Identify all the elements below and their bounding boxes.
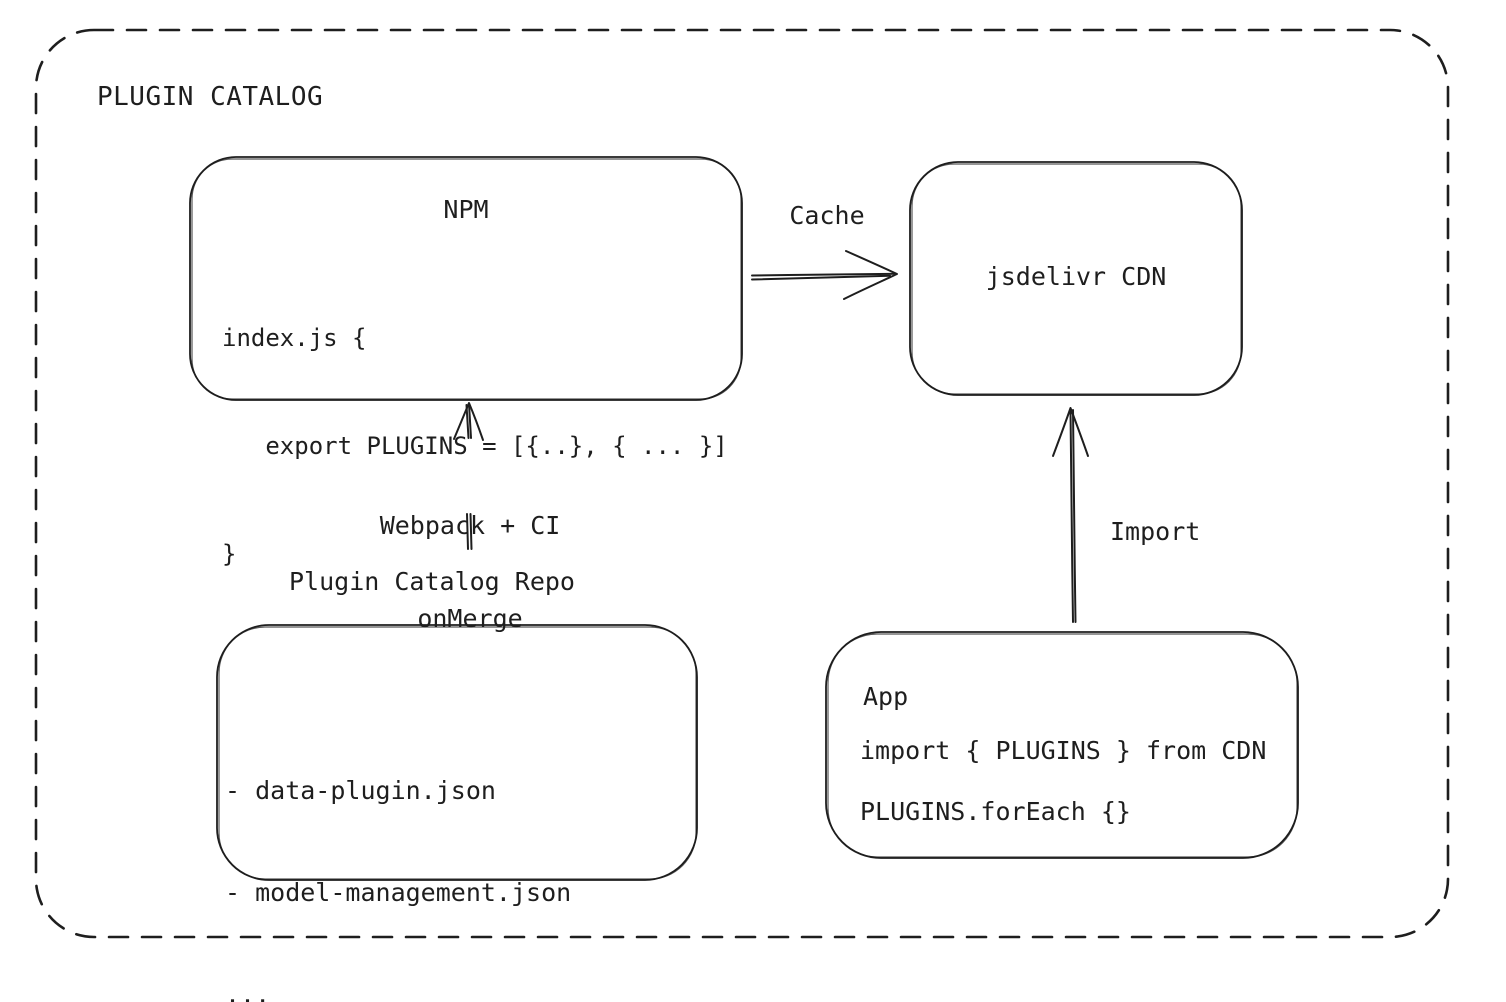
repo-file-list: - data-plugin.json - model-management.js… [225,706,571,1002]
app-box [825,631,1299,859]
cache-arrow-label: Cache [789,201,865,230]
build-arrow-label-line-1: Webpack + CI [379,511,561,540]
npm-code-line-1: index.js { [222,324,367,352]
app-box-title: App [863,682,909,711]
repo-file-item: - model-management.json [225,878,572,907]
cache-arrow [751,250,898,300]
npm-code-line-2: export PLUGINS = [{..}, { ... }] [222,432,728,460]
repo-file-item: ... [225,980,271,1002]
cdn-box-label: jsdelivr CDN [985,262,1167,291]
diagram-title: PLUGIN CATALOG [97,82,324,112]
app-code-line-2: PLUGINS.forEach {} [860,797,1131,826]
repo-box-label: Plugin Catalog Repo [289,567,575,596]
build-arrow-label: Webpack + CI onMerge [320,448,620,696]
build-arrow-label-line-2: onMerge [417,604,523,633]
import-arrow-label: Import [1110,517,1201,546]
import-arrow [1052,407,1089,623]
repo-box [216,624,698,881]
build-arrow [453,402,484,550]
plugin-catalog-group-border [34,28,1450,939]
cdn-box [909,161,1243,396]
npm-box-code: index.js { export PLUGINS = [{..}, { ...… [222,248,728,644]
npm-code-line-3: } [222,540,237,568]
repo-file-item: - data-plugin.json [225,776,496,805]
npm-box-title: NPM [443,195,489,224]
app-code-line-1: import { PLUGINS } from CDN [860,736,1267,765]
npm-box [189,156,743,401]
